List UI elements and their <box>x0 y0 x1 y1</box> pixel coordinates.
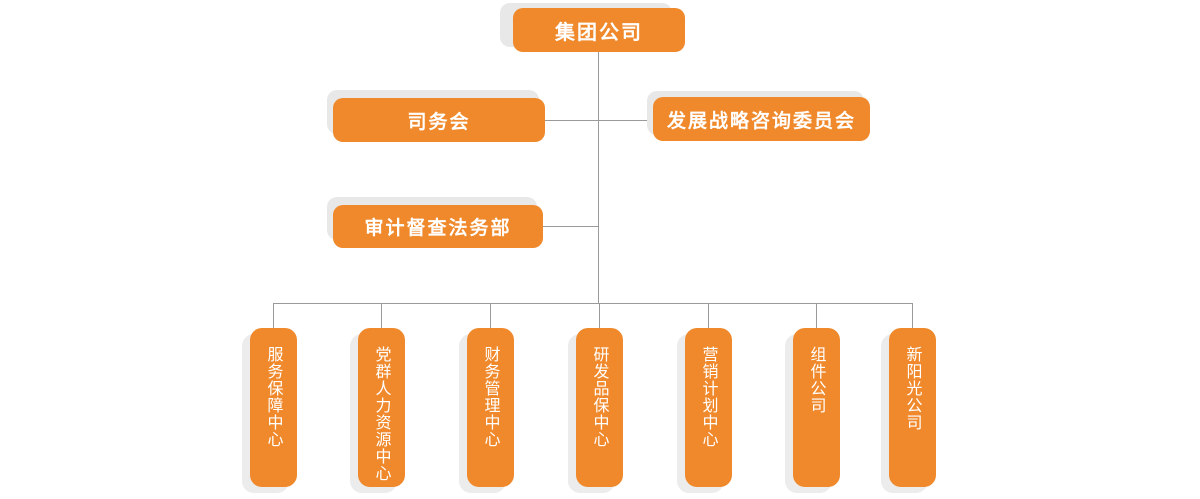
org-node-rd-qa-center: 研发品保中心 <box>576 328 623 487</box>
org-node-label: 组件公司 <box>807 346 827 414</box>
org-node-label: 新阳光公司 <box>903 346 923 431</box>
org-node-component-company: 组件公司 <box>793 328 840 487</box>
connector-drop-1 <box>273 303 274 329</box>
org-node-label: 审计督查法务部 <box>364 217 512 239</box>
connector-drop-3 <box>490 303 491 329</box>
connector-drop-5 <box>708 303 709 329</box>
org-node-marketing-planning-center: 营销计划中心 <box>685 328 732 487</box>
org-node-strategy-committee: 发展战略咨询委员会 <box>653 97 870 141</box>
org-node-council: 司务会 <box>333 98 545 142</box>
connector-drop-2 <box>381 303 382 329</box>
org-node-label: 集团公司 <box>555 19 643 44</box>
org-node-party-hr-center: 党群人力资源中心 <box>358 328 405 487</box>
connector-level3-horizontal <box>543 226 598 227</box>
org-node-label: 司务会 <box>407 110 471 133</box>
org-node-audit-legal-dept: 审计督查法务部 <box>333 205 543 248</box>
org-node-new-sunshine-company: 新阳光公司 <box>889 328 936 487</box>
connector-drop-7 <box>912 303 913 329</box>
org-node-label: 党群人力资源中心 <box>372 346 392 482</box>
org-node-label: 服务保障中心 <box>264 346 284 448</box>
org-node-label: 发展战略咨询委员会 <box>666 109 856 132</box>
connector-main-vertical <box>598 52 599 303</box>
connector-level2-horizontal <box>545 120 653 121</box>
org-node-label: 研发品保中心 <box>590 346 610 448</box>
org-node-finance-center: 财务管理中心 <box>467 328 514 487</box>
connector-distribution-horizontal <box>273 303 912 304</box>
org-node-service-support-center: 服务保障中心 <box>250 328 297 487</box>
org-node-label: 财务管理中心 <box>481 346 501 448</box>
connector-drop-4 <box>599 303 600 329</box>
connector-drop-6 <box>816 303 817 329</box>
org-node-group-company: 集团公司 <box>513 8 685 52</box>
org-node-label: 营销计划中心 <box>699 346 719 448</box>
